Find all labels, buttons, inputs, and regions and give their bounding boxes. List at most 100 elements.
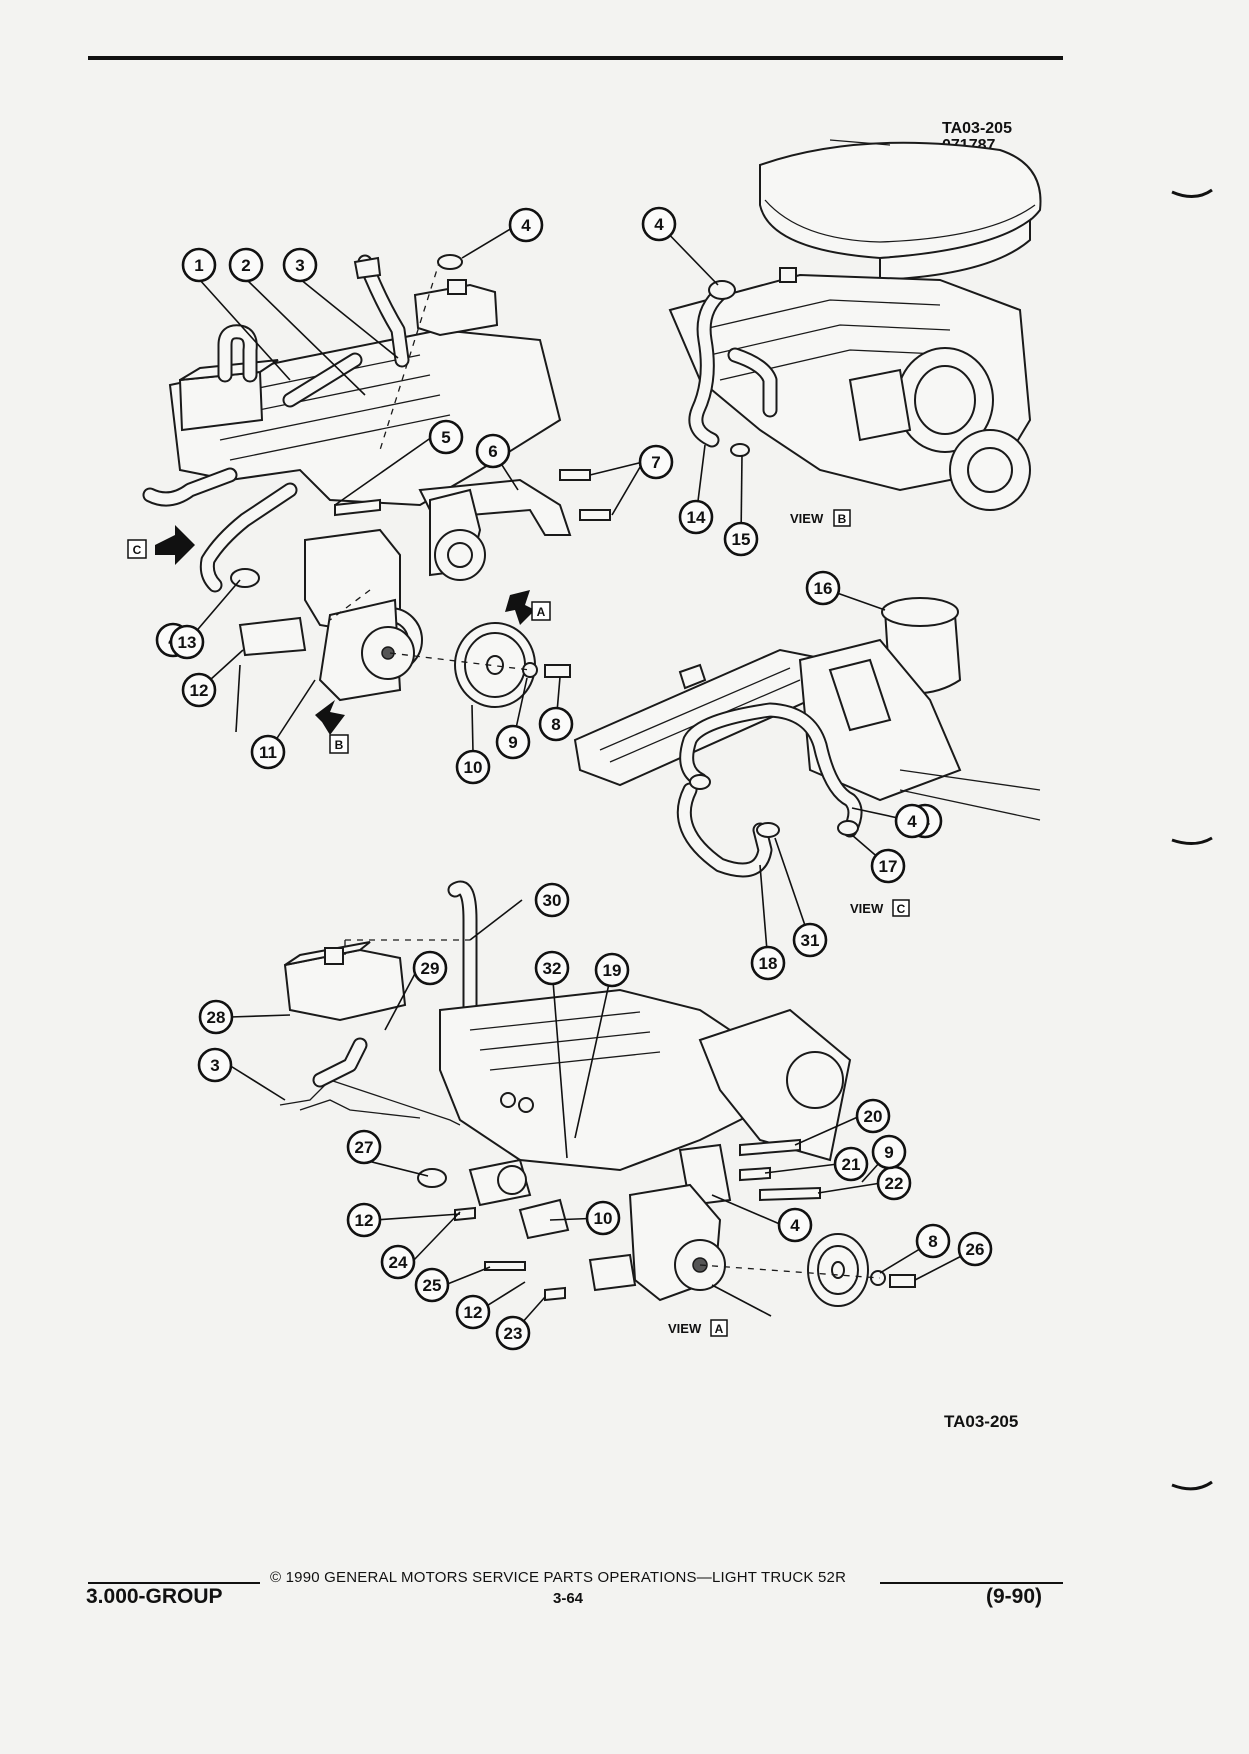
callout-circle (495, 724, 531, 760)
callout-number: 8 (928, 1232, 937, 1251)
callout-circle (870, 848, 906, 884)
footer-rule-right (880, 1582, 1063, 1584)
callout-circle (915, 1223, 951, 1259)
callout-circle (957, 1231, 993, 1267)
callout-circle (871, 1134, 907, 1170)
view-arrow-c: C (127, 525, 195, 565)
callout-circle (805, 570, 841, 606)
callout-6: 6 (475, 433, 511, 469)
footer-rule-left (88, 1582, 260, 1584)
view-b-label: VIEW B (790, 509, 851, 527)
callout-28: 28 (198, 999, 234, 1035)
callout-9: 9 (871, 1134, 907, 1170)
callout-9: 9 (495, 724, 531, 760)
callout-23: 23 (495, 1315, 531, 1351)
callout-number: 8 (551, 715, 560, 734)
callout-8: 8 (538, 706, 574, 742)
view-b-drawing (668, 139, 1042, 511)
callout-circle (723, 521, 759, 557)
drawing-code-top: TA03-205 (942, 120, 1012, 137)
callout-1: 1 (181, 247, 217, 283)
callout-circle (475, 433, 511, 469)
callout-22: 22 (876, 1165, 912, 1201)
callout-26: 26 (957, 1231, 993, 1267)
callout-12: 12 (455, 1294, 491, 1330)
callout-circle (346, 1202, 382, 1238)
callout-number: 1 (194, 256, 203, 275)
callout-number: 11 (259, 743, 277, 762)
callout-4: 4 (777, 1207, 813, 1243)
arrow-a-letter: A (537, 605, 546, 619)
callout-number: 6 (488, 442, 497, 461)
callout-27: 27 (346, 1129, 382, 1165)
view-arrow-a: A (505, 590, 551, 625)
callout-circle (641, 206, 677, 242)
view-c-drawing (573, 597, 1041, 878)
view-arrow-b: B (315, 700, 349, 754)
callout-circle (412, 950, 448, 986)
callout-circle (678, 499, 714, 535)
view-a-drawing (279, 880, 916, 1307)
callout-30: 30 (534, 882, 570, 918)
callout-13: 13 (169, 624, 205, 660)
callout-number: 23 (504, 1324, 523, 1343)
callout-circle (181, 247, 217, 283)
callout-number: 18 (759, 954, 778, 973)
callout-12: 12 (181, 672, 217, 708)
callout-number: 3 (210, 1056, 219, 1075)
callout-number: 9 (884, 1143, 893, 1162)
main-exploded-view (142, 254, 611, 708)
callout-3: 3 (197, 1047, 233, 1083)
callout-17: 17 (870, 848, 906, 884)
callout-7: 7 (638, 444, 674, 480)
callout-number: 19 (603, 961, 622, 980)
copyright-line: © 1990 GENERAL MOTORS SERVICE PARTS OPER… (270, 1569, 847, 1586)
drawing-code-bottom: TA03-205 (944, 1412, 1019, 1431)
callout-circle (534, 882, 570, 918)
callout-number: 24 (389, 1253, 408, 1272)
callout-number: 4 (907, 812, 917, 831)
callout-number: 14 (687, 508, 706, 527)
callout-21: 21 (833, 1146, 869, 1182)
view-b-word: VIEW (790, 511, 824, 526)
callout-circle (169, 624, 205, 660)
arrow-c-letter: C (133, 543, 142, 557)
view-b-letter: B (838, 512, 847, 526)
callout-circle (638, 444, 674, 480)
callout-number: 30 (543, 891, 562, 910)
callout-number: 29 (421, 959, 440, 978)
callout-circle (380, 1244, 416, 1280)
callout-15: 15 (723, 521, 759, 557)
callout-circle (777, 1207, 813, 1243)
callout-circle (197, 1047, 233, 1083)
group-label: 3.000-GROUP (86, 1585, 223, 1608)
callout-10: 10 (585, 1200, 621, 1236)
page-number: 3-64 (553, 1590, 584, 1607)
callout-circle (792, 922, 828, 958)
callout-24: 24 (380, 1244, 416, 1280)
callout-11: 11 (250, 734, 286, 770)
callout-4: 4 (508, 207, 544, 243)
callout-number: 10 (594, 1209, 613, 1228)
view-c-label: VIEW C (850, 899, 910, 917)
callout-circle (534, 950, 570, 986)
callout-number: 12 (190, 681, 209, 700)
callout-number: 4 (654, 215, 664, 234)
callout-18: 18 (750, 945, 786, 981)
callout-12: 12 (346, 1202, 382, 1238)
callout-16: 16 (805, 570, 841, 606)
callout-number: 25 (423, 1276, 442, 1295)
callout-circle (455, 1294, 491, 1330)
callout-number: 13 (178, 633, 197, 652)
callout-number: 10 (464, 758, 483, 777)
view-a-label: VIEW A (668, 1319, 728, 1337)
callout-circle (833, 1146, 869, 1182)
callout-number: 12 (355, 1211, 374, 1230)
callout-number: 28 (207, 1008, 226, 1027)
callout-number: 26 (966, 1240, 985, 1259)
callout-4: 4 (894, 803, 930, 839)
callout-25: 25 (414, 1267, 450, 1303)
callout-circle (250, 734, 286, 770)
arrow-b-letter: B (335, 738, 344, 752)
callout-number: 16 (814, 579, 833, 598)
